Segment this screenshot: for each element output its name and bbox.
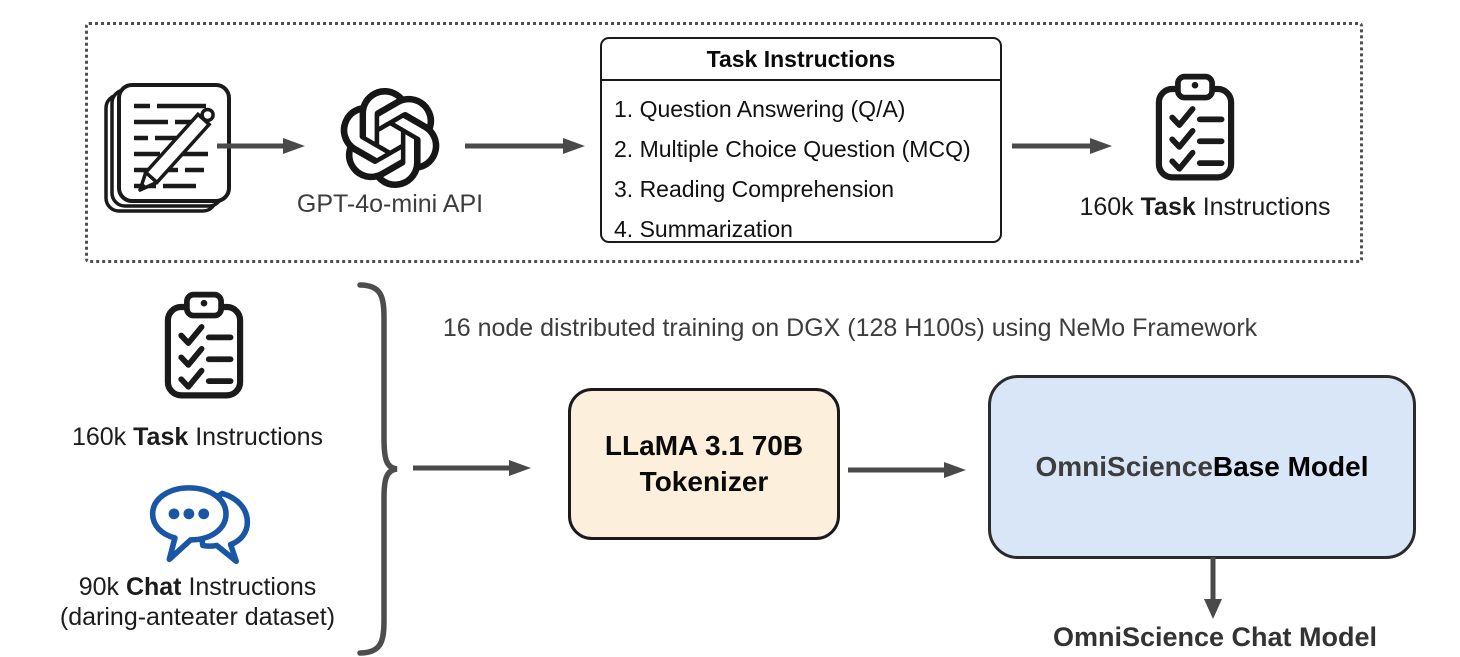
task-item-summarization: 4. Summarization xyxy=(614,216,793,242)
arrow-docs-to-gpt xyxy=(217,138,305,154)
input-160k-task-label: 160k Task Instructions xyxy=(71,423,324,451)
task-item-mcq: 2. Multiple Choice Question (MCQ) xyxy=(614,136,971,162)
clipboard-checklist-icon xyxy=(164,291,244,399)
task-generation-section xyxy=(85,22,1363,263)
task-instructions-box: Task Instructions 1. Question Answering … xyxy=(600,37,1002,243)
arrow-inputs-to-tokenizer xyxy=(413,460,531,476)
omniscience-chat-model-label: OmniScience Chat Model xyxy=(1052,622,1378,652)
chat-dataset-sublabel: (daring-anteater dataset) xyxy=(59,603,336,631)
arrow-gpt-to-tasks xyxy=(465,138,585,154)
task-instructions-title: Task Instructions xyxy=(602,39,1000,81)
task-item-qa: 1. Question Answering (Q/A) xyxy=(614,96,906,122)
arrow-tokenizer-to-base xyxy=(848,462,966,478)
clipboard-checklist-icon xyxy=(1155,73,1235,181)
gpt-api-label: GPT-4o-mini API xyxy=(296,190,484,218)
chat-label-line: 90k Chat Instructions xyxy=(78,573,317,601)
openai-logo-icon xyxy=(340,88,440,188)
chat-bubbles-icon xyxy=(149,485,251,564)
output-160k-task-label: 160k Task Instructions xyxy=(1079,193,1331,221)
llama-tokenizer-box: LLaMA 3.1 70B Tokenizer xyxy=(568,388,840,540)
arrow-tasks-to-output xyxy=(1012,138,1112,154)
documents-pen-icon xyxy=(104,83,231,213)
omniscience-base-model-box: OmniScience Base Model xyxy=(988,375,1416,559)
llama-tokenizer-text: LLaMA 3.1 70B Tokenizer xyxy=(604,430,804,497)
training-note: 16 node distributed training on DGX (128… xyxy=(442,314,1258,342)
task-instructions-list: 1. Question Answering (Q/A) 2. Multiple … xyxy=(602,81,1000,249)
arrow-base-to-chat-model xyxy=(1204,557,1222,619)
task-item-reading: 3. Reading Comprehension xyxy=(614,176,895,202)
curly-brace xyxy=(357,282,398,656)
input-90k-chat-label: 90k Chat Instructions(daring-anteater da… xyxy=(45,572,350,632)
